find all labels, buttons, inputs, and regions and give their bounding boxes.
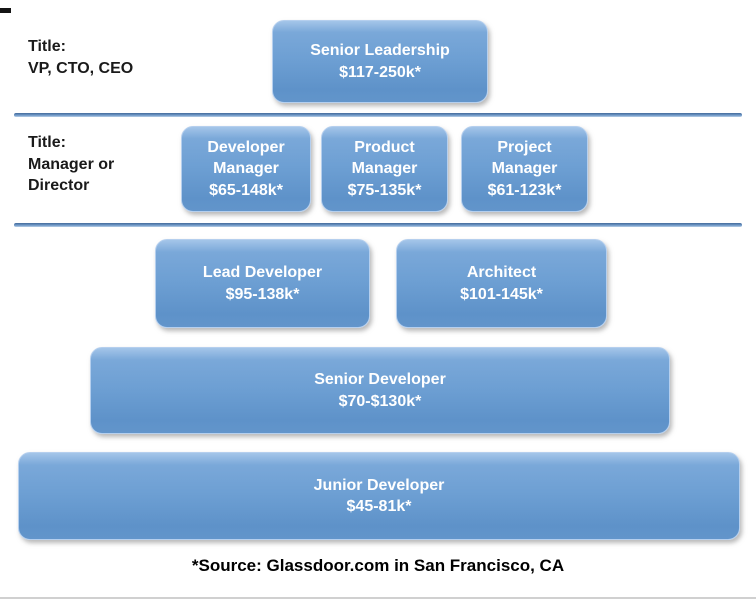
tier-label-line: Title:	[28, 38, 66, 55]
box-content: Developer Manager $65-148k*	[190, 137, 302, 200]
box-content: Senior Leadership $117-250k*	[310, 40, 450, 82]
box-content: Architect $101-145k*	[460, 262, 543, 304]
role-salary: $65-148k*	[209, 181, 283, 199]
role-title: Architect	[466, 264, 537, 282]
tier-label-line: Manager or	[28, 155, 115, 173]
box-content: Lead Developer $95-138k*	[203, 262, 322, 304]
box-junior-developer: Junior Developer $45-81k*	[18, 452, 740, 540]
role-title: Product Manager	[351, 139, 418, 178]
source-note: *Source: Glassdoor.com in San Francisco,…	[191, 556, 565, 575]
corner-artifact-mark	[0, 8, 11, 13]
role-title: Project Manager	[491, 139, 558, 178]
box-content: Senior Developer $70-$130k*	[314, 369, 446, 411]
box-developer-manager: Developer Manager $65-148k*	[181, 126, 311, 212]
role-salary: $95-138k*	[225, 285, 300, 303]
role-salary: $61-123k*	[487, 181, 562, 199]
tier-label-line: Title:	[28, 134, 66, 151]
tier-divider-1	[14, 113, 742, 117]
bottom-border-line	[0, 597, 756, 599]
role-salary: $75-135k*	[347, 181, 422, 199]
tier-divider-2	[14, 223, 742, 227]
role-title: Lead Developer	[202, 264, 323, 282]
box-architect: Architect $101-145k*	[396, 239, 607, 328]
box-senior-developer: Senior Developer $70-$130k*	[90, 347, 670, 434]
box-content: Product Manager $75-135k*	[330, 137, 439, 200]
box-senior-leadership: Senior Leadership $117-250k*	[272, 20, 488, 103]
tier-label-line: Director	[28, 177, 90, 195]
box-content: Junior Developer $45-81k*	[314, 475, 445, 517]
box-product-manager: Product Manager $75-135k*	[321, 126, 448, 212]
tier-label-leadership: Title: VP, CTO, CEO	[28, 36, 133, 79]
role-title: Senior Developer	[314, 371, 446, 389]
role-salary: $70-$130k*	[338, 392, 422, 410]
role-title: Junior Developer	[313, 476, 445, 494]
box-content: Project Manager $61-123k*	[470, 137, 579, 200]
role-title: Developer Manager	[207, 139, 285, 178]
box-project-manager: Project Manager $61-123k*	[461, 126, 588, 212]
role-salary: $45-81k*	[346, 498, 412, 515]
role-title: Senior Leadership	[310, 42, 450, 60]
tier-label-line: VP, CTO, CEO	[28, 59, 134, 77]
role-salary: $117-250k*	[339, 63, 421, 81]
role-salary: $101-145k*	[460, 285, 543, 303]
box-lead-developer: Lead Developer $95-138k*	[155, 239, 370, 328]
tier-label-manager: Title: Manager or Director	[28, 132, 114, 197]
